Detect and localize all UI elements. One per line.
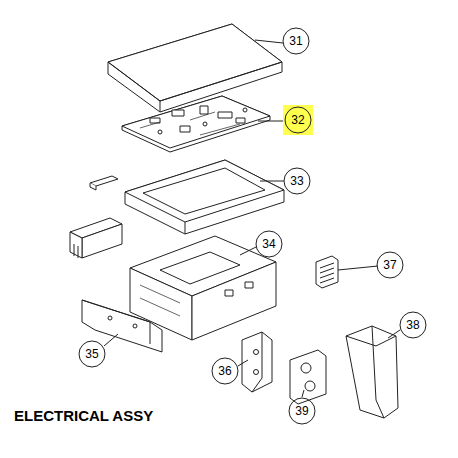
callout-number: 34: [262, 238, 275, 250]
connector-part: [316, 256, 338, 288]
frame-part: [125, 160, 284, 234]
air-duct: [346, 326, 398, 418]
lid-part: [108, 24, 282, 112]
diagram-title: ELECTRICAL ASSY: [14, 407, 153, 424]
callout-number: 32: [291, 114, 304, 126]
small-bracket: [90, 176, 118, 190]
callout-number: 39: [295, 405, 308, 417]
callout-number: 33: [290, 175, 303, 187]
callout-number: 35: [85, 348, 98, 360]
terminal-block: [70, 218, 122, 258]
callout-number: 38: [406, 319, 419, 331]
mount-plate: [242, 332, 272, 392]
highlight-square: [283, 105, 313, 135]
callout-number: 37: [383, 259, 396, 271]
callout-circles: [79, 28, 426, 424]
side-bracket: [82, 300, 162, 352]
callout-number: 36: [218, 365, 231, 377]
callout-number: 31: [289, 35, 302, 47]
circuit-board: [122, 96, 270, 152]
port-plate: [290, 350, 326, 404]
leader-lines: [104, 40, 400, 397]
